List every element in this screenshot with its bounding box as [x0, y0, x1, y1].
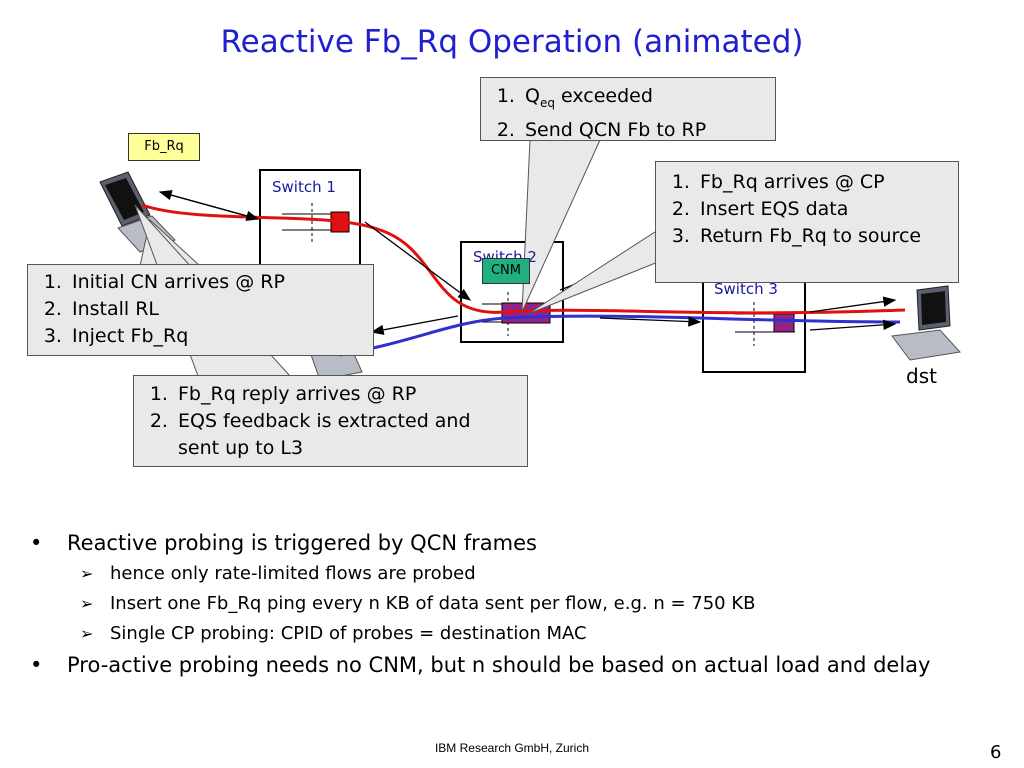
arrow-bullet-icon: ➢: [80, 594, 94, 613]
red-flow-line: [141, 203, 906, 315]
switch-3-label: Switch 3: [714, 280, 778, 298]
rp-initial-callout-item: Initial CN arrives @ RP: [68, 269, 373, 296]
sub-bullet-item: ➢ hence only rate-limited flows are prob…: [30, 562, 990, 586]
switch-3-queue-icon: [773, 313, 795, 333]
bullet-text: Reactive probing is triggered by QCN fra…: [67, 531, 537, 555]
bullet-list: • Reactive probing is triggered by QCN f…: [30, 530, 990, 684]
rp-reply-callout: Fb_Rq reply arrives @ RP EQS feedback is…: [133, 375, 528, 467]
sub-bullet-text: hence only rate-limited flows are probed: [110, 563, 476, 584]
arrow-bullet-icon: ➢: [80, 624, 94, 643]
arrow-bullet-icon: ➢: [80, 564, 94, 583]
arrow-to-dst-upper: [809, 296, 897, 313]
footer-text: IBM Research GmbH, Zurich: [434, 741, 590, 755]
slide-title: Reactive Fb_Rq Operation (animated): [220, 24, 804, 60]
rp-initial-callout: Initial CN arrives @ RP Install RL Injec…: [27, 264, 374, 356]
page-number: 6: [990, 742, 1002, 763]
qeq-callout-item-1: Qeq exceeded: [521, 83, 775, 117]
dst-computer-icon: [891, 285, 961, 361]
cp-callout-item: Fb_Rq arrives @ CP: [696, 169, 958, 196]
bullet-text: Pro-active probing needs no CNM, but n s…: [67, 653, 931, 677]
rp-reply-callout-item: Fb_Rq reply arrives @ RP: [174, 381, 527, 408]
sub-bullet-text: Insert one Fb_Rq ping every n KB of data…: [110, 593, 756, 614]
sub-bullet-item: ➢ Single CP probing: CPID of probes = de…: [30, 622, 990, 646]
bullet-item: • Pro-active probing needs no CNM, but n…: [30, 652, 990, 678]
arrow-to-switch3: [599, 316, 702, 327]
cp-callout-item: Return Fb_Rq to source: [696, 223, 958, 250]
blue-flow-line: [339, 314, 901, 357]
cnm-tag: CNM: [482, 258, 530, 284]
cp-callout-item: Insert EQS data: [696, 196, 958, 223]
rp-initial-callout-item: Inject Fb_Rq: [68, 323, 373, 350]
fb-rq-tag: Fb_Rq: [128, 133, 200, 161]
bullet-icon: •: [30, 653, 43, 677]
arrow-switch2-to-switch1: [370, 315, 459, 335]
switch-1-label: Switch 1: [272, 178, 336, 196]
qeq-callout: Qeq exceeded Send QCN Fb to RP: [480, 77, 776, 141]
arrow-to-dst-lower: [809, 319, 897, 331]
bullet-item: • Reactive probing is triggered by QCN f…: [30, 530, 990, 556]
cp-callout: Fb_Rq arrives @ CP Insert EQS data Retur…: [655, 161, 959, 283]
rp-reply-callout-item: EQS feedback is extracted and sent up to…: [174, 408, 478, 462]
qeq-callout-item-2: Send QCN Fb to RP: [521, 117, 775, 144]
rp-initial-callout-item: Install RL: [68, 296, 373, 323]
bullet-icon: •: [30, 531, 43, 555]
dst-label: dst: [906, 364, 937, 388]
arrow-switch1-to-switch2: [364, 221, 472, 301]
sub-bullet-item: ➢ Insert one Fb_Rq ping every n KB of da…: [30, 592, 990, 616]
sub-bullet-text: Single CP probing: CPID of probes = dest…: [110, 623, 587, 644]
arrow-switch1-to-rp: [158, 190, 259, 220]
